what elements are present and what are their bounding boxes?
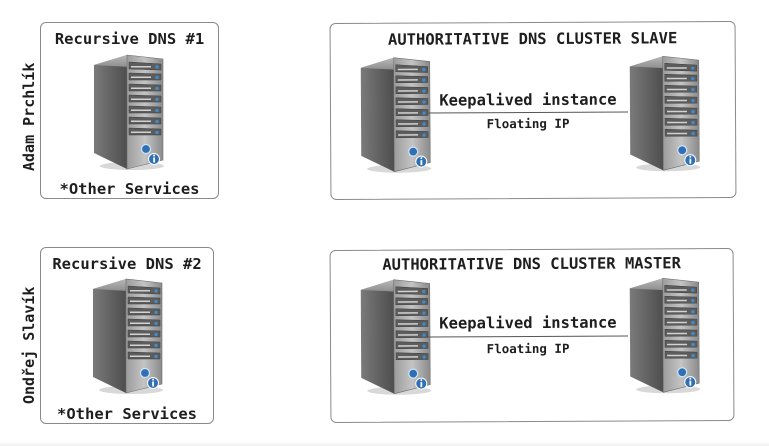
person-label-bottom: Ondřej Slavík bbox=[20, 286, 38, 404]
server-icon bbox=[626, 54, 707, 174]
server-icon bbox=[89, 277, 169, 397]
recursive-dns-1-box: Recursive DNS #1 bbox=[40, 22, 219, 199]
floating-ip-label: Floating IP bbox=[486, 115, 570, 132]
server-icon bbox=[90, 53, 170, 173]
floating-ip-label: Floating IP bbox=[486, 340, 570, 357]
keepalived-link-line bbox=[428, 335, 629, 338]
recursive-dns-2-title: Recursive DNS #2 bbox=[52, 255, 202, 273]
cluster-slave-title: AUTHORITATIVE DNS CLUSTER SLAVE bbox=[387, 29, 678, 49]
cluster-slave-box: AUTHORITATIVE DNS CLUSTER SLAVE bbox=[329, 20, 737, 201]
recursive-dns-1-footer: *Other Services bbox=[59, 180, 200, 198]
server-icon bbox=[357, 277, 438, 397]
server-icon bbox=[357, 56, 438, 176]
keepalived-label: Keepalived instance bbox=[439, 313, 617, 333]
cluster-master-box: AUTHORITATIVE DNS CLUSTER MASTER bbox=[329, 247, 735, 424]
cluster-master-title: AUTHORITATIVE DNS CLUSTER MASTER bbox=[382, 254, 681, 274]
recursive-dns-1-title: Recursive DNS #1 bbox=[54, 30, 205, 48]
bottom-edge-shadow bbox=[0, 441, 769, 446]
keepalived-label: Keepalived instance bbox=[439, 90, 617, 110]
recursive-dns-2-box: Recursive DNS #2 bbox=[40, 247, 214, 424]
server-icon bbox=[626, 276, 707, 396]
recursive-dns-2-footer: *Other Services bbox=[57, 405, 197, 423]
person-label-top: Adam Prchlík bbox=[20, 62, 38, 171]
keepalived-link-line bbox=[428, 111, 629, 114]
